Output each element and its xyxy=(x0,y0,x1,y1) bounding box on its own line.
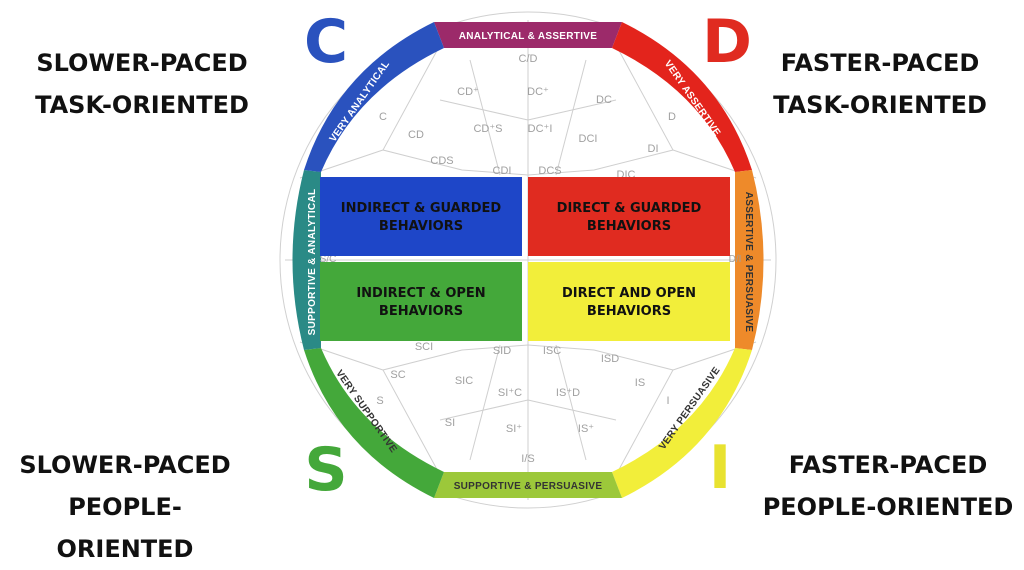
band-label-top: ANALYTICAL & ASSERTIVE xyxy=(459,31,597,42)
outer-bands xyxy=(292,22,764,498)
band-assertive-persuasive xyxy=(735,170,764,350)
behavior-boxes xyxy=(320,177,730,341)
style-label: DC⁺ xyxy=(527,86,549,98)
orientation-label: PEOPLE-ORIENTED xyxy=(56,493,194,563)
orientation-label: PEOPLE-ORIENTED xyxy=(762,493,1014,521)
band-label-bottom: SUPPORTIVE & PERSUASIVE xyxy=(454,481,603,492)
box-direct-guarded xyxy=(528,177,730,256)
band-label-left: SUPPORTIVE & ANALYTICAL xyxy=(307,189,318,336)
corner-label-top-right: FASTER-PACED TASK-ORIENTED xyxy=(752,42,1008,126)
box-text-line2: BEHAVIORS xyxy=(587,219,671,234)
box-text-line2: BEHAVIORS xyxy=(379,219,463,234)
band-supportive-analytical xyxy=(292,170,321,350)
corner-label-top-left: SLOWER-PACED TASK-ORIENTED xyxy=(14,42,270,126)
style-label: IS⁺ xyxy=(578,423,594,435)
box-direct-open xyxy=(528,262,730,341)
band-very-analytical xyxy=(304,22,444,172)
style-label: SIC xyxy=(455,375,473,387)
box-text-line1: INDIRECT & GUARDED xyxy=(341,201,502,216)
pace-label: SLOWER-PACED xyxy=(19,451,231,479)
box-text-line1: INDIRECT & OPEN xyxy=(356,286,485,301)
style-label: CDS xyxy=(430,155,453,167)
style-labels: C/D CD⁺ DC⁺ DC D C CD CD⁺S DC⁺I DCI DI C… xyxy=(320,53,742,465)
style-label: SI xyxy=(445,417,455,429)
pace-label: SLOWER-PACED xyxy=(36,49,248,77)
style-label: CD⁺ xyxy=(457,86,479,98)
style-label: CD⁺S xyxy=(473,123,502,135)
style-label: S/C xyxy=(320,254,337,265)
style-label: SI⁺C xyxy=(498,387,522,399)
box-text-line1: DIRECT & GUARDED xyxy=(557,201,702,216)
box-indirect-guarded xyxy=(320,177,522,256)
style-label: SCI xyxy=(415,341,433,353)
pace-label: FASTER-PACED xyxy=(788,451,988,479)
style-label: D xyxy=(668,111,676,123)
orientation-label: TASK-ORIENTED xyxy=(35,91,249,119)
style-label: DCS xyxy=(538,165,561,177)
style-label: I/S xyxy=(521,453,534,465)
band-label-right: ASSERTIVE & PERSUASIVE xyxy=(743,192,754,333)
style-label: DCI xyxy=(579,133,598,145)
style-label: DC⁺I xyxy=(528,123,553,135)
letter-c: C xyxy=(304,7,348,77)
style-label: SI⁺ xyxy=(506,423,522,435)
style-label: CDI xyxy=(493,165,512,177)
corner-label-bottom-left: SLOWER-PACED PEOPLE-ORIENTED xyxy=(0,444,250,570)
letter-d: D xyxy=(702,7,752,77)
style-label: ISD xyxy=(601,353,619,365)
band-supportive-persuasive xyxy=(434,472,622,498)
style-label: C/D xyxy=(519,53,538,65)
style-label: C xyxy=(379,111,387,123)
box-text-line2: BEHAVIORS xyxy=(379,304,463,319)
style-label: I xyxy=(666,395,669,407)
style-label: S xyxy=(376,395,383,407)
corner-label-bottom-right: FASTER-PACED PEOPLE-ORIENTED xyxy=(760,444,1016,528)
style-label: ISC xyxy=(543,345,561,357)
band-very-persuasive xyxy=(612,348,752,498)
letter-i: I xyxy=(709,433,731,503)
band-analytical-assertive xyxy=(434,22,622,48)
band-very-supportive xyxy=(304,348,444,498)
pace-label: FASTER-PACED xyxy=(780,49,980,77)
style-label: SID xyxy=(493,345,511,357)
style-label: CD xyxy=(408,129,424,141)
style-label: DC xyxy=(596,94,612,106)
style-label: IS xyxy=(635,377,645,389)
style-label: D/I xyxy=(729,254,742,265)
letter-s: S xyxy=(304,435,347,505)
style-label: DI xyxy=(648,143,659,155)
style-label: IS⁺D xyxy=(556,387,580,399)
box-indirect-open xyxy=(320,262,522,341)
box-text-line1: DIRECT AND OPEN xyxy=(562,286,696,301)
style-label: SC xyxy=(390,369,405,381)
band-very-assertive xyxy=(612,22,752,172)
orientation-label: TASK-ORIENTED xyxy=(773,91,987,119)
box-text-line2: BEHAVIORS xyxy=(587,304,671,319)
